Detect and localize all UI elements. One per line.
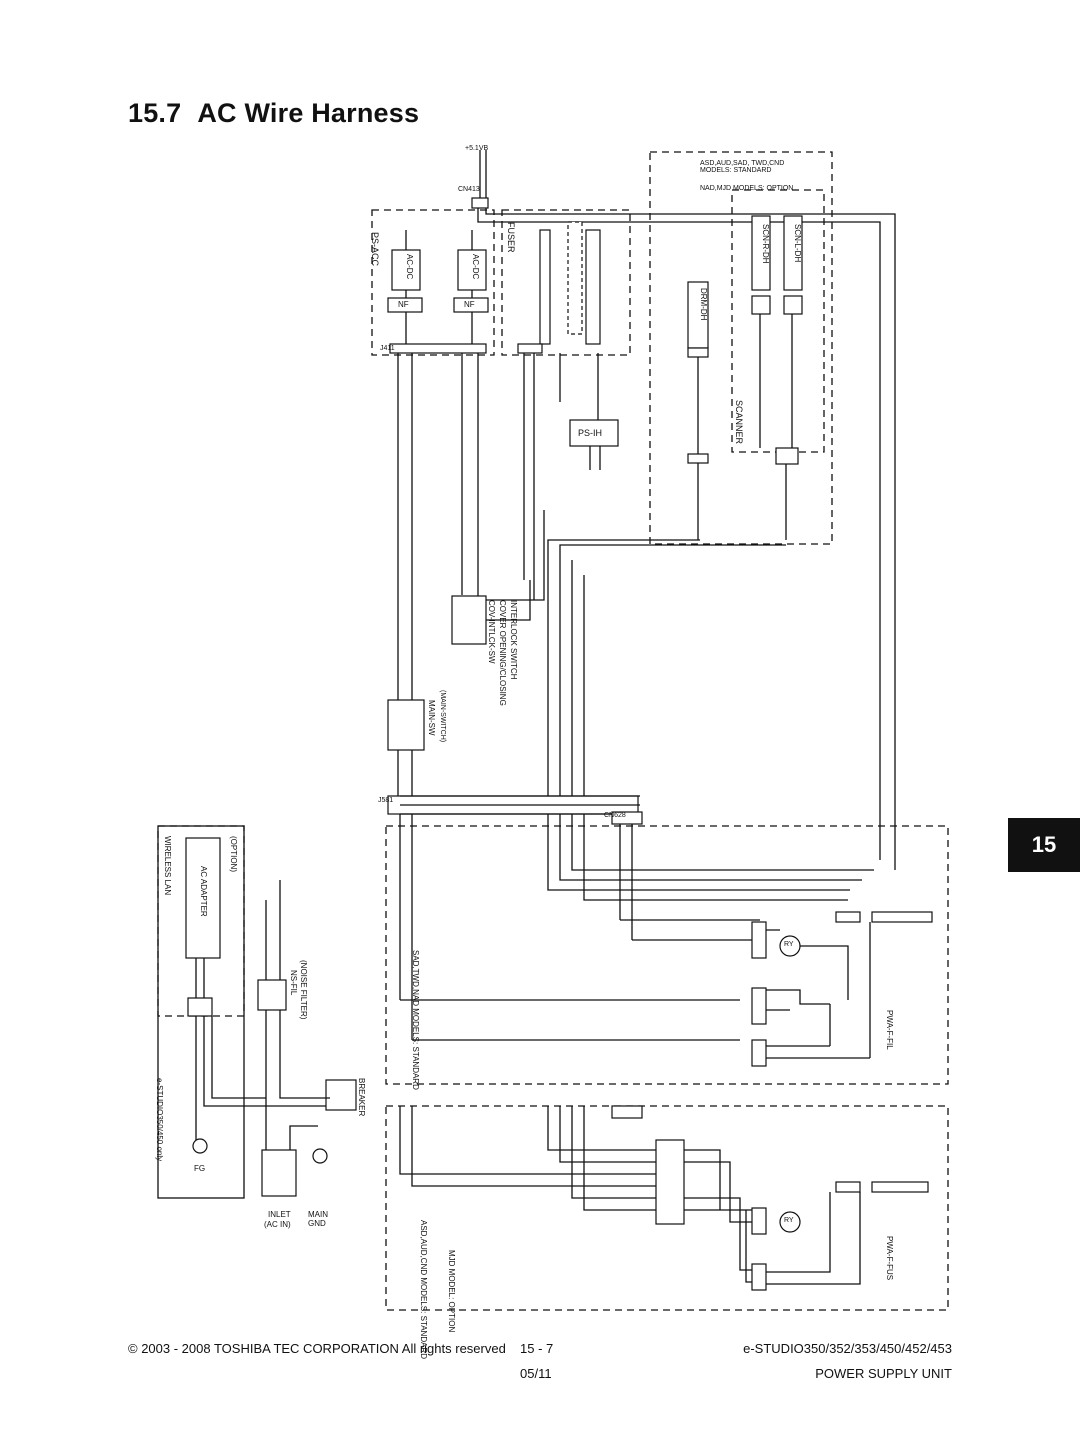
scanner-label: SCANNER [734, 400, 744, 445]
ac-adapter-label: AC ADAPTER [199, 866, 208, 917]
breaker-label: BREAKER [357, 1078, 366, 1117]
fg-terminal [192, 1138, 208, 1154]
cn492-connector [751, 1207, 767, 1235]
cn491-connector [751, 1263, 767, 1291]
ps-acc-label: PS-ACC [370, 232, 380, 267]
fuser-label: FUSER [506, 222, 516, 253]
fuser-element [539, 229, 551, 345]
ns-fil-desc: (NOISE FILTER) [299, 960, 308, 1020]
ps-acc-box [371, 209, 495, 356]
j581-label: J581 [378, 797, 394, 804]
scn-l-dh-label: SCN-L-DH [793, 224, 802, 263]
cn495-connector [751, 921, 767, 959]
scanner-models-std: ASD,AUD,SAD, TWD,CND MODELS: STANDARD [700, 160, 785, 174]
inlet-label: INLET [268, 1210, 291, 1219]
footer-copyright: © 2003 - 2008 TOSHIBA TEC CORPORATION Al… [128, 1341, 506, 1356]
cn432-connector [871, 911, 933, 923]
j635-connector [687, 347, 709, 358]
j411-label: J411 [380, 345, 395, 352]
ac-adapter-box [185, 837, 221, 959]
main-gnd-terminal [312, 1148, 328, 1164]
pwa-f-fus-label: PWA-F-FUS [885, 1236, 894, 1281]
page-title: 15.7 AC Wire Harness [128, 98, 435, 129]
ps-ih-box [569, 419, 619, 447]
cn628-lower-connector [611, 1105, 643, 1119]
pwa-f-fus-models-1: ASD,AUD,CND MODELS: STANDARD [419, 1220, 428, 1359]
wireless-option: (OPTION) [229, 836, 238, 872]
j63-connector [783, 295, 803, 315]
main-sw-label: MAIN-SW [427, 700, 436, 736]
ns-fil-box [257, 979, 287, 1011]
cn413-connector [471, 197, 489, 209]
ry-fus-label: RY [784, 1217, 794, 1224]
scanner-models-opt: NAD,MJD MODELS: OPTION [700, 185, 794, 192]
cn628-label: CN628 [604, 812, 626, 819]
scanner-inner-box [731, 189, 825, 453]
nf-block-1 [387, 297, 423, 313]
footer-section: POWER SUPPLY UNIT [815, 1366, 952, 1381]
ns-fil-label: NS-FIL [289, 970, 298, 996]
nf-label-1: NF [398, 300, 409, 309]
ry-fil-label: RY [784, 941, 794, 948]
j604-switch-box [451, 595, 487, 645]
ac-dc-converter-1 [391, 249, 421, 291]
cn433-fus-connector [835, 1181, 861, 1193]
cn628-connector [611, 811, 643, 825]
j583-connector [517, 343, 543, 354]
interlock-desc-2: INTERLOCK SWITCH [509, 600, 518, 680]
cn493-connector [751, 1039, 767, 1067]
cn433-connector [835, 911, 861, 923]
scn-r-dh-label: SCN-R-DH [761, 224, 770, 264]
pwa-f-fus-models-2: MJD MODEL: OPTION [447, 1250, 456, 1333]
nf-block-2 [453, 297, 489, 313]
footer-page-number: 15 - 7 [520, 1341, 554, 1356]
ps-ih-label: PS-IH [578, 428, 603, 438]
scanner-box [649, 151, 833, 545]
chapter-tab: 15 [1008, 818, 1080, 872]
cn494-connector [751, 987, 767, 1025]
j411-connector [389, 343, 487, 354]
pwa-f-fil-label: PWA-F-FIL [885, 1010, 894, 1050]
scn-l-dh-element [783, 215, 803, 291]
section-number: 15.7 [128, 98, 182, 128]
pwa-f-fil-box [385, 825, 949, 1085]
section-title: AC Wire Harness [197, 98, 420, 128]
inlet-box [261, 1149, 297, 1197]
scn-r-dh-element [751, 215, 771, 291]
wireless-title: WIRELESS LAN [163, 836, 172, 896]
outer-option-box [157, 825, 245, 1199]
interlock-desc-1: COVER OPENING/CLOSING [498, 600, 507, 706]
inlet-desc: (AC IN) [264, 1220, 291, 1229]
ac-dc-label-1: AC-DC [405, 254, 414, 280]
ih-coil [567, 221, 583, 335]
cn413-label: CN413 [458, 186, 480, 193]
footer-date: 05/11 [520, 1366, 552, 1381]
nf-label-2: NF [464, 300, 475, 309]
j582-connector [655, 1139, 685, 1225]
drm-dh-label: DRM-DH [699, 288, 708, 321]
main-gnd-label: MAIN GND [308, 1210, 328, 1228]
relay-ry-fus [779, 1211, 801, 1233]
pwa-f-fil-models: SAD,TWD,NAD MODELS: STANDARD [411, 950, 420, 1090]
j541-main-switch-box [387, 699, 425, 751]
j662-connector [187, 997, 213, 1017]
interlock-label: COV-INTLCK-SW [487, 600, 496, 664]
wireless-only-label: e-STUDIO350/450 only [155, 1078, 164, 1162]
j64-connector [751, 295, 771, 315]
cn432-fus-connector [871, 1181, 929, 1193]
j641-connector [775, 447, 799, 465]
pwa-f-fus-box [385, 1105, 949, 1311]
fuser-box [501, 209, 631, 356]
fuser-coil-body [585, 229, 601, 345]
fg-label: FG [194, 1164, 206, 1173]
j644-connector [687, 453, 709, 464]
footer-models: e-STUDIO350/352/353/450/452/453 [743, 1341, 952, 1356]
ac-dc-converter-2 [457, 249, 487, 291]
breaker-box [325, 1079, 357, 1111]
main-sw-desc: (MAIN-SWITCH) [439, 690, 446, 743]
cn413-signal-1: +5.1VB [465, 145, 489, 152]
ac-dc-label-2: AC-DC [471, 254, 480, 280]
